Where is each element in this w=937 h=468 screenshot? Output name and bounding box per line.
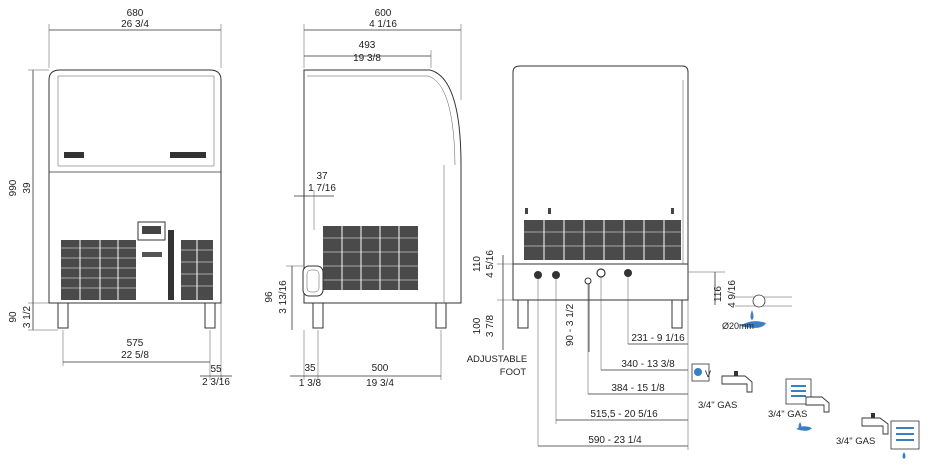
front-feet-span-mm: 575 <box>127 338 144 349</box>
drain-symbol: Ø20mm <box>722 294 792 331</box>
rear-foot-left <box>517 299 529 329</box>
front-feet-span-in: 22 5/8 <box>121 350 149 361</box>
rear-port-1 <box>534 271 542 279</box>
side-feet-span-mm: 500 <box>372 363 389 374</box>
front-foot-right <box>204 302 216 329</box>
rear-dim-340: 340 - 13 3/8 <box>621 359 675 370</box>
faucet-icon-2 <box>805 396 830 413</box>
front-grille-right <box>181 240 213 300</box>
side-grille <box>323 226 418 290</box>
side-view: 600 4 1/16 493 19 3/8 37 1 7/16 <box>264 8 462 389</box>
front-buttons <box>142 252 162 257</box>
water-inlet-label: 3/4" GAS <box>698 400 737 411</box>
condenser-outlet-label: 3/4" GAS <box>836 436 875 447</box>
front-upper-panel <box>57 75 215 167</box>
rear-dim-231: 231 - 9 1/16 <box>631 333 685 344</box>
front-foot-in: 3 1/2 <box>22 305 33 328</box>
front-width-mm: 680 <box>127 8 144 19</box>
rear-conn-height-mm: 110 <box>472 256 483 272</box>
side-top-depth-mm: 493 <box>359 40 376 51</box>
rear-foot-right <box>671 299 683 329</box>
front-height-mm: 990 <box>8 179 19 196</box>
v-symbol: V <box>705 369 711 379</box>
rear-foot-in: 3 7/8 <box>485 314 496 337</box>
front-display <box>142 226 161 234</box>
side-inset-in: 1 7/16 <box>308 183 336 194</box>
rear-view: 110 4 5/16 100 3 7/8 ADJUSTABLE FOOT 90 … <box>467 65 738 450</box>
rear-conn-height-in: 4 5/16 <box>485 250 496 278</box>
faucet-icon-1 <box>721 375 753 393</box>
rear-port1-dim: 90 - 3 1/2 <box>565 303 576 346</box>
front-badge-left <box>64 152 84 158</box>
side-top-depth-in: 19 3/8 <box>353 53 381 64</box>
foot-label: FOOT <box>500 367 527 378</box>
water-inlet-symbol: V 3/4" GAS <box>691 363 753 411</box>
faucet-icon-3 <box>861 417 889 435</box>
side-foot-offset-in: 1 3/8 <box>299 378 322 389</box>
rear-dim-384: 384 - 15 1/8 <box>611 383 665 394</box>
rear-port-5 <box>624 269 632 277</box>
side-foot-offset-mm: 35 <box>304 363 316 374</box>
side-foot-right <box>435 302 447 329</box>
front-width-in: 26 3/4 <box>121 19 149 30</box>
front-foot-left <box>57 302 69 329</box>
front-foot-mm: 90 <box>8 311 19 323</box>
rear-cabinet <box>512 65 689 271</box>
rear-drain-height-in: 4 9/16 <box>727 280 738 308</box>
front-grille-left <box>61 240 136 300</box>
side-foot-left <box>312 302 324 329</box>
side-depth-in: 4 1/16 <box>369 19 397 30</box>
front-side-gap-in: 2 3/16 <box>202 377 230 388</box>
front-handle <box>168 230 174 300</box>
adjustable-label: ADJUSTABLE <box>467 354 528 365</box>
side-inset-mm: 37 <box>316 171 328 182</box>
rear-port-2 <box>552 271 560 279</box>
condenser-outlet-symbol: 3/4" GAS <box>836 413 920 459</box>
side-depth-mm: 600 <box>375 8 392 19</box>
front-badge-right <box>170 152 206 158</box>
rear-grille <box>524 220 681 260</box>
rear-foot-mm: 100 <box>472 317 483 334</box>
condenser-inlet-label: 3/4" GAS <box>768 409 807 420</box>
rear-base <box>512 263 689 301</box>
front-height-in: 39 <box>22 182 33 194</box>
rear-dim-590: 590 - 23 1/4 <box>588 435 642 446</box>
side-port-height-mm: 96 <box>264 291 275 303</box>
side-drain-port <box>302 265 324 297</box>
rear-dim-515: 515,5 - 20 5/16 <box>590 409 658 420</box>
front-side-gap-mm: 55 <box>210 364 222 375</box>
condenser-inlet-symbol: 3/4" GAS <box>768 378 830 431</box>
drain-note: Ø20mm <box>722 321 754 331</box>
side-feet-span-in: 19 3/4 <box>366 378 394 389</box>
side-port-height-in: 3 13/16 <box>278 280 289 314</box>
rear-drain-height-mm: 116 <box>713 286 724 302</box>
front-view: 680 26 3/4 <box>8 8 232 388</box>
